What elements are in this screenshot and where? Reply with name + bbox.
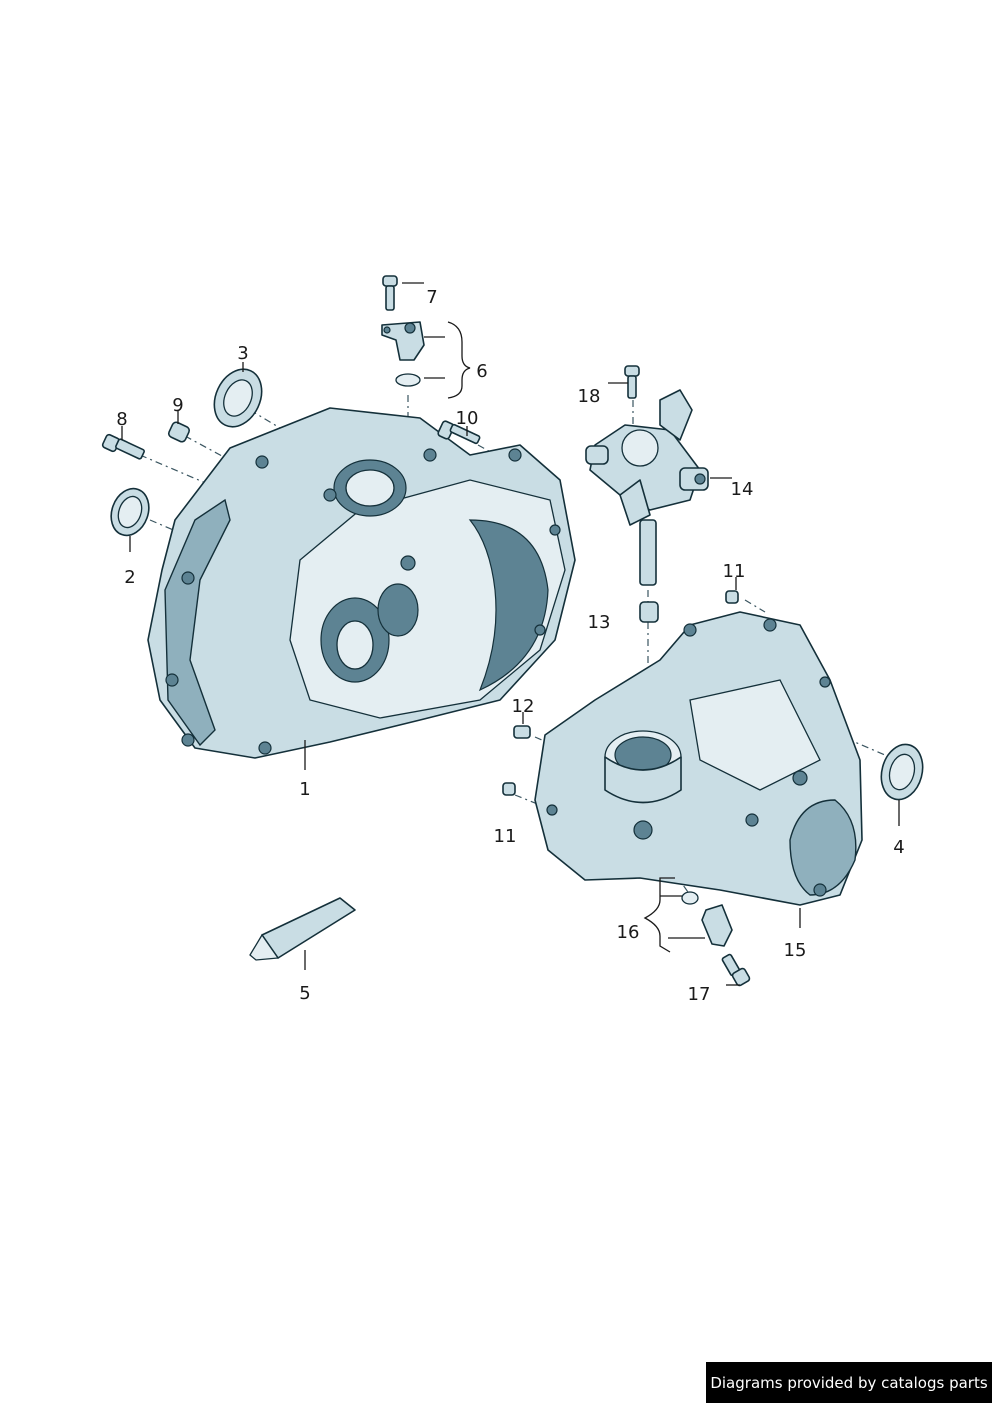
- callout-11-lower: 11: [494, 826, 517, 847]
- callout-15: 15: [784, 940, 807, 961]
- clutch-housing: [147, 407, 576, 759]
- callout-12: 12: [512, 696, 535, 717]
- callout-17: 17: [688, 984, 711, 1005]
- reverse-light-switch: [681, 891, 733, 947]
- seal-4: [880, 743, 924, 801]
- callout-8: 8: [116, 409, 127, 430]
- callout-18: 18: [578, 386, 601, 407]
- bolt-7: [382, 275, 398, 311]
- callout-2: 2: [124, 567, 135, 588]
- leader-lines: [121, 282, 900, 986]
- bolt-18: [624, 365, 640, 399]
- callout-9: 9: [172, 395, 183, 416]
- callout-16: 16: [617, 922, 640, 943]
- callout-labels: 1 2 3 4 5 6 7 8 9 10 11 11 12 13 14 15 1…: [116, 287, 904, 1005]
- callout-10: 10: [456, 408, 479, 429]
- callout-4: 4: [893, 837, 904, 858]
- catalog-credit-badge: Diagrams provided by catalogs parts: [706, 1362, 992, 1403]
- dowel-pin-lower: [502, 782, 516, 796]
- gearbox-housing: [534, 611, 863, 906]
- seal-2: [110, 487, 150, 537]
- callout-6: 6: [476, 361, 487, 382]
- callout-11-upper: 11: [723, 561, 746, 582]
- bolt-10: [437, 420, 481, 445]
- callout-13: 13: [588, 612, 611, 633]
- callout-14: 14: [731, 479, 754, 500]
- bolt-17: [721, 953, 751, 987]
- speed-sensor: [381, 321, 425, 387]
- callout-7: 7: [426, 287, 437, 308]
- cap: [513, 725, 531, 739]
- gear-selector-mechanism: [585, 389, 709, 586]
- callout-3: 3: [237, 343, 248, 364]
- sealant-tube: [249, 897, 356, 961]
- bolt-8: [101, 433, 145, 460]
- plug: [167, 421, 191, 443]
- dowel-pin-upper: [725, 590, 739, 604]
- sleeve: [639, 601, 659, 623]
- callout-1: 1: [299, 779, 310, 800]
- seal-3: [213, 368, 263, 428]
- callout-5: 5: [299, 983, 310, 1004]
